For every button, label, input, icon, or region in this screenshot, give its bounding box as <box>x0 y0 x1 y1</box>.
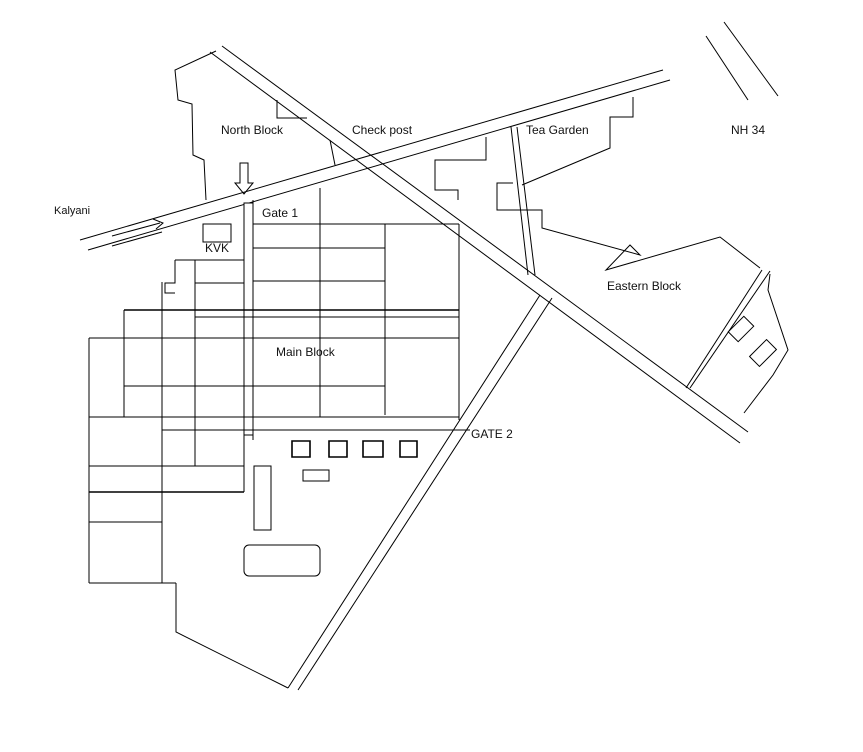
building-2 <box>329 441 347 457</box>
tea-garden-label: Tea Garden <box>526 123 589 137</box>
eastern-building-1 <box>728 316 753 341</box>
building-3 <box>363 441 383 457</box>
main-block-label: Main Block <box>276 345 335 359</box>
check-post-label: Check post <box>352 123 413 137</box>
check-post-branch <box>330 140 335 165</box>
kvk-label: KVK <box>205 241 230 255</box>
building-6 <box>254 466 271 530</box>
tea-garden-left-boundary <box>435 137 486 200</box>
tea-garden-boundary <box>522 97 633 185</box>
north-block-boundary <box>175 51 216 200</box>
gate1-road <box>244 203 253 435</box>
eastern-block-boundary <box>497 183 760 270</box>
north-block-tick <box>277 100 307 118</box>
eastern-parcel <box>686 270 762 388</box>
nh34-road <box>706 22 778 100</box>
tea-garden-road <box>511 127 535 275</box>
kalyani-arrow <box>112 219 163 246</box>
eastern-parcel-3 <box>744 274 788 413</box>
gate1-arrow <box>235 163 253 194</box>
diagonal-road <box>210 46 748 443</box>
gate1-label: Gate 1 <box>262 206 299 220</box>
gate2-label: GATE 2 <box>471 427 513 441</box>
building-5 <box>303 470 329 481</box>
main-highway <box>80 70 670 250</box>
nh34-label: NH 34 <box>731 123 766 137</box>
north-block-label: North Block <box>221 123 284 137</box>
building-4 <box>400 441 417 457</box>
kalyani-label: Kalyani <box>54 205 91 217</box>
pond <box>244 545 320 576</box>
eastern-building-2 <box>750 340 777 367</box>
eastern-block-label: Eastern Block <box>607 279 682 293</box>
south-road <box>288 295 552 690</box>
kvk-building <box>203 224 231 242</box>
building-1 <box>292 441 310 457</box>
main-block-grid <box>89 188 470 688</box>
